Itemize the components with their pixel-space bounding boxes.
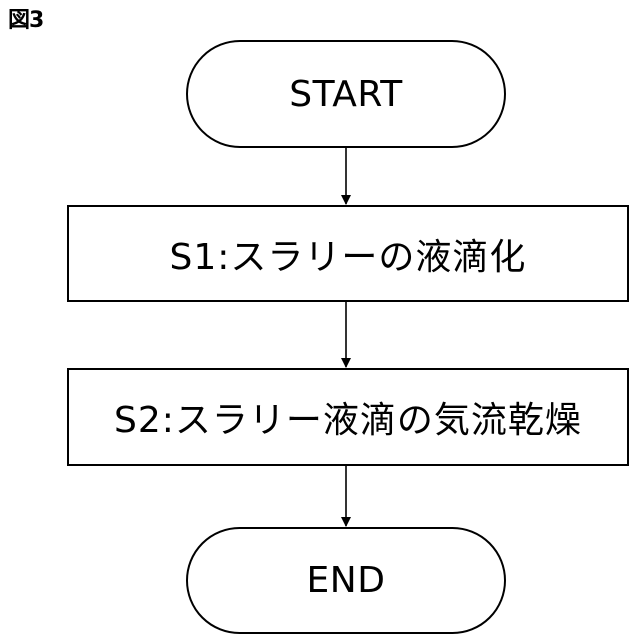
step-s1-box: S1:スラリーの液滴化 xyxy=(67,205,629,302)
step-s2-box: S2:スラリー液滴の気流乾燥 xyxy=(67,368,629,466)
figure-label: 図3 xyxy=(8,6,43,36)
end-terminal: END xyxy=(186,527,506,634)
start-terminal: START xyxy=(186,40,506,148)
step-s2-label: S2:スラリー液滴の気流乾燥 xyxy=(114,391,582,443)
end-label: END xyxy=(307,560,386,601)
start-label: START xyxy=(289,74,403,115)
step-s1-label: S1:スラリーの液滴化 xyxy=(170,228,527,280)
